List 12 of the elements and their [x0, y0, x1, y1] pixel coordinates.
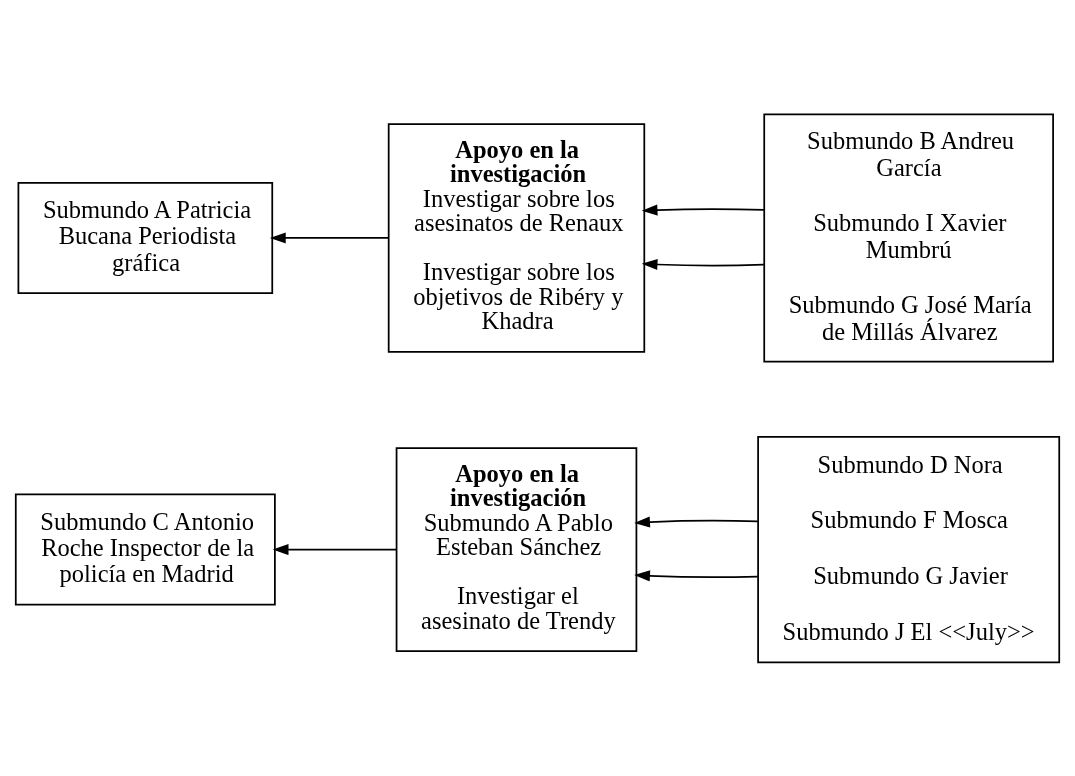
node-box: Submundo B Andreu García Submundo I Xavier Mumbrú Submundo G José María de Millás Álvarez — [763, 113, 1054, 363]
arrow — [634, 570, 759, 582]
arrow — [272, 544, 398, 556]
arrow — [269, 232, 390, 244]
node-box: Submundo C Antonio Roche Inspector de la policía en Madrid — [14, 493, 276, 606]
node-box: Submundo D Nora Submundo F Mosca Submundo G Javier Submundo J El <<July>> — [757, 435, 1061, 664]
node-box: Apoyo en la investigación Investigar sobre los asesinatos de Renaux Investigar sobre los objetivos de Ribéry y Khadra — [387, 123, 646, 353]
arrow — [641, 259, 765, 271]
node-box: Apoyo en la investigación Submundo A Pablo Esteban Sánchez Investigar el asesinato de Trendy — [395, 447, 638, 652]
node-box: Submundo A Patricia Bucana Periodista gráfica — [17, 181, 274, 294]
arrow — [641, 204, 765, 216]
arrow — [634, 516, 759, 528]
